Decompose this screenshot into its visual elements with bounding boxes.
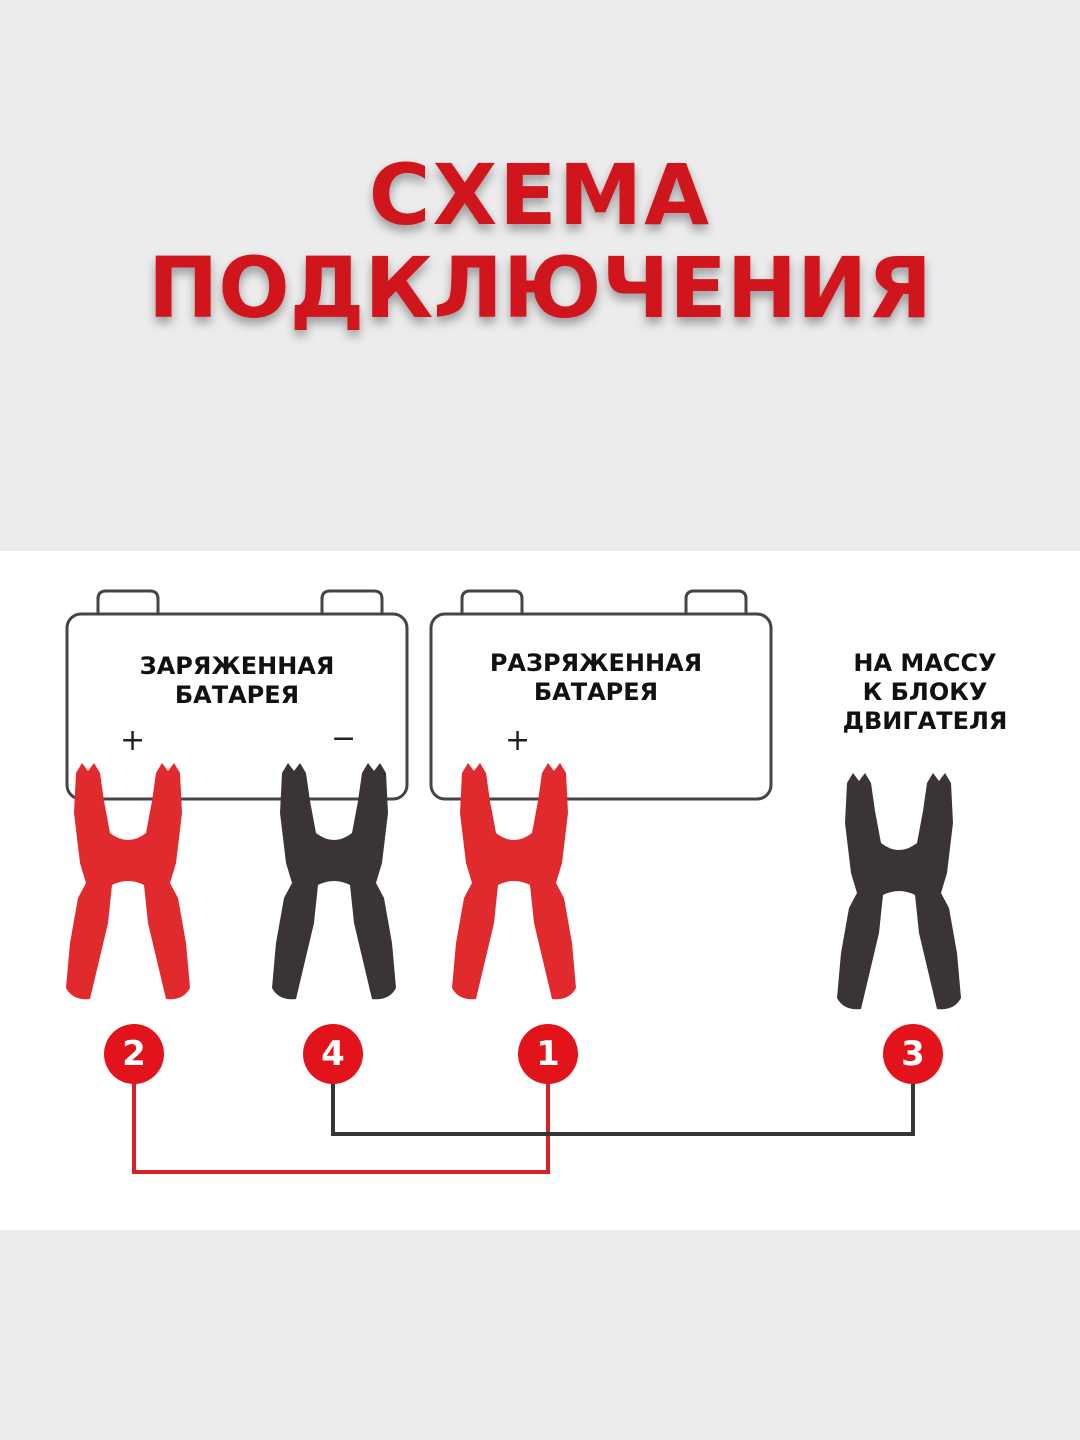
red-cable: [132, 1055, 550, 1174]
charged-plus-sign: +: [120, 723, 146, 758]
charged-battery-terminal-right: [320, 589, 384, 616]
step-badge-2: [104, 1024, 164, 1084]
charged-battery-body: [65, 612, 409, 801]
charged-battery-label-line-2: БАТАРЕЯ: [174, 681, 300, 709]
diagram-graphics: [65, 589, 961, 1174]
charged-battery-terminal-left: [96, 589, 160, 616]
discharged-battery-label-line-1: РАЗРЯЖЕННАЯ: [489, 649, 703, 677]
step-number-4: 4: [321, 1034, 345, 1074]
title-line-1: СХЕМА: [368, 146, 712, 244]
ground-label-line-2: К БЛОКУ: [862, 678, 988, 706]
discharged-battery-terminal-right: [684, 589, 748, 616]
discharged-battery-label: РАЗРЯЖЕННАЯ БАТАРЕЯ: [436, 649, 756, 707]
step-number-2: 2: [122, 1034, 146, 1074]
discharged-plus-sign: +: [505, 723, 531, 758]
discharged-battery-body: [429, 612, 773, 801]
charged-battery-label: ЗАРЯЖЕННАЯ БАТАРЕЯ: [87, 652, 387, 710]
ground-label-line-3: ДВИГАТЕЛЯ: [842, 707, 1008, 735]
charged-battery-label-line-1: ЗАРЯЖЕННАЯ: [139, 652, 335, 680]
step-badge-3: [883, 1024, 943, 1084]
discharged-battery-label-line-2: БАТАРЕЯ: [533, 678, 659, 706]
discharged-battery-terminal-left: [460, 589, 524, 616]
black-cable: [331, 1055, 915, 1136]
ground-label-line-1: НА МАССУ: [853, 649, 997, 677]
discharged-battery: [429, 589, 773, 801]
step-badge-4: [303, 1024, 363, 1084]
charged-battery: [65, 589, 409, 801]
title-line-2: ПОДКЛЮЧЕНИЯ: [147, 239, 933, 337]
black-clamp-ground: [837, 773, 961, 1010]
connection-diagram: ЗАРЯЖЕННАЯ БАТАРЕЯ РАЗРЯЖЕННАЯ БАТАРЕЯ Н…: [0, 551, 1080, 1230]
step-number-1: 1: [536, 1034, 560, 1074]
charged-minus-sign: −: [331, 721, 357, 756]
step-badge-1: [518, 1024, 578, 1084]
step-number-3: 3: [901, 1034, 925, 1074]
ground-label: НА МАССУ К БЛОКУ ДВИГАТЕЛЯ: [800, 649, 1050, 736]
